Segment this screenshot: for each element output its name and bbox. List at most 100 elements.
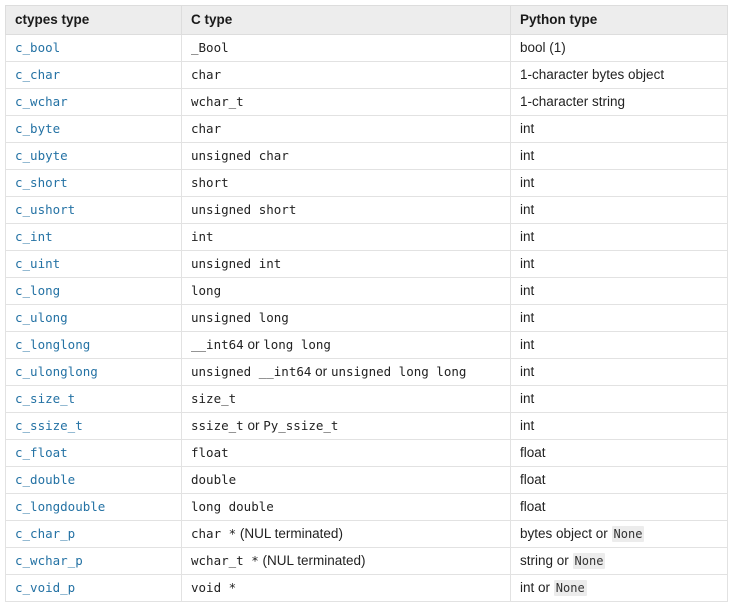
- ctypes-type-link[interactable]: c_ubyte: [15, 148, 68, 163]
- cell-python-type: float: [510, 439, 728, 467]
- mono-literal: short: [191, 175, 229, 190]
- ctypes-type-link[interactable]: c_bool: [15, 40, 61, 55]
- cell-ctypes-type: c_ssize_t: [5, 412, 182, 440]
- cell-ctypes-type: c_wchar: [5, 88, 182, 116]
- mono-literal: _Bool: [191, 40, 229, 55]
- mono-literal: long long: [263, 337, 331, 352]
- cell-c-type: wchar_t: [181, 88, 511, 116]
- cell-ctypes-type: c_void_p: [5, 574, 182, 602]
- cell-c-type: unsigned long: [181, 304, 511, 332]
- mono-literal: long: [191, 283, 222, 298]
- cell-ctypes-type: c_byte: [5, 115, 182, 143]
- ctypes-type-link[interactable]: c_longdouble: [15, 499, 106, 514]
- table-row: c_size_t size_t int: [5, 385, 728, 413]
- cell-c-type: unsigned char: [181, 142, 511, 170]
- ctypes-type-link[interactable]: c_wchar: [15, 94, 68, 109]
- mono-literal: float: [191, 445, 229, 460]
- cell-ctypes-type: c_double: [5, 466, 182, 494]
- cell-python-type: int: [510, 277, 728, 305]
- ctypes-type-link[interactable]: c_float: [15, 445, 68, 460]
- ctypes-type-link[interactable]: c_byte: [15, 121, 61, 136]
- cell-ctypes-type: c_longlong: [5, 331, 182, 359]
- ctypes-type-link[interactable]: c_void_p: [15, 580, 76, 595]
- table-row: c_void_p void * int or None: [5, 574, 728, 602]
- ctypes-type-link[interactable]: c_size_t: [15, 391, 76, 406]
- cell-c-type: void *: [181, 574, 511, 602]
- cell-python-type: int: [510, 385, 728, 413]
- prose-text: int: [520, 418, 535, 433]
- ctypes-type-link[interactable]: c_double: [15, 472, 76, 487]
- ctypes-type-link[interactable]: c_wchar_p: [15, 553, 83, 568]
- prose-text: 1-character string: [520, 94, 626, 109]
- column-header-ctypes-type: ctypes type: [5, 5, 182, 35]
- cell-python-type: float: [510, 493, 728, 521]
- cell-python-type: int: [510, 169, 728, 197]
- prose-text: float: [520, 472, 546, 487]
- table-row: c_float float float: [5, 439, 728, 467]
- mono-literal: wchar_t: [191, 94, 244, 109]
- mono-literal: void *: [191, 580, 237, 595]
- ctypes-type-link[interactable]: c_uint: [15, 256, 61, 271]
- mono-literal: unsigned char: [191, 148, 289, 163]
- cell-c-type: long double: [181, 493, 511, 521]
- cell-python-type: string or None: [510, 547, 728, 575]
- table-row: c_long long int: [5, 277, 728, 305]
- cell-python-type: float: [510, 466, 728, 494]
- ctypes-type-link[interactable]: c_short: [15, 175, 68, 190]
- ctypes-type-link[interactable]: c_char: [15, 67, 61, 82]
- prose-text: (NUL terminated): [258, 553, 366, 568]
- cell-ctypes-type: c_uint: [5, 250, 182, 278]
- ctypes-fundamental-data-types-table: ctypes type C type Python type c_bool_Bo…: [5, 5, 728, 602]
- ctypes-type-link[interactable]: c_long: [15, 283, 61, 298]
- ctypes-type-link[interactable]: c_ulong: [15, 310, 68, 325]
- cell-c-type: float: [181, 439, 511, 467]
- cell-python-type: bytes object or None: [510, 520, 728, 548]
- ctypes-type-link[interactable]: c_char_p: [15, 526, 76, 541]
- cell-c-type: int: [181, 223, 511, 251]
- mono-literal: size_t: [191, 391, 237, 406]
- mono-literal: long double: [191, 499, 274, 514]
- mono-literal: char: [191, 121, 222, 136]
- cell-c-type: wchar_t * (NUL terminated): [181, 547, 511, 575]
- prose-text: int: [520, 229, 535, 244]
- cell-ctypes-type: c_char_p: [5, 520, 182, 548]
- inline-code-literal: None: [553, 580, 587, 596]
- prose-text: float: [520, 445, 546, 460]
- cell-c-type: char: [181, 61, 511, 89]
- cell-ctypes-type: c_wchar_p: [5, 547, 182, 575]
- cell-c-type: __int64 or long long: [181, 331, 511, 359]
- ctypes-type-link[interactable]: c_int: [15, 229, 53, 244]
- cell-python-type: int or None: [510, 574, 728, 602]
- cell-python-type: int: [510, 223, 728, 251]
- prose-text: or: [311, 364, 331, 379]
- cell-c-type: size_t: [181, 385, 511, 413]
- cell-python-type: int: [510, 142, 728, 170]
- mono-literal: ssize_t: [191, 418, 244, 433]
- cell-ctypes-type: c_ushort: [5, 196, 182, 224]
- mono-literal: int: [191, 229, 214, 244]
- prose-text: int: [520, 256, 535, 271]
- inline-code-literal: None: [611, 526, 645, 542]
- ctypes-type-link[interactable]: c_longlong: [15, 337, 91, 352]
- mono-literal: char: [191, 67, 222, 82]
- cell-ctypes-type: c_bool: [5, 34, 182, 62]
- ctypes-type-link[interactable]: c_ulonglong: [15, 364, 98, 379]
- table-row: c_wchar wchar_t 1-character string: [5, 88, 728, 116]
- prose-text: int: [520, 148, 535, 163]
- prose-text: int: [520, 310, 535, 325]
- column-header-python-type: Python type: [510, 5, 728, 35]
- ctypes-type-link[interactable]: c_ushort: [15, 202, 76, 217]
- table-row: c_ubyte unsigned char int: [5, 142, 728, 170]
- cell-ctypes-type: c_char: [5, 61, 182, 89]
- mono-literal: wchar_t *: [191, 553, 259, 568]
- cell-ctypes-type: c_ulong: [5, 304, 182, 332]
- ctypes-type-link[interactable]: c_ssize_t: [15, 418, 83, 433]
- cell-ctypes-type: c_long: [5, 277, 182, 305]
